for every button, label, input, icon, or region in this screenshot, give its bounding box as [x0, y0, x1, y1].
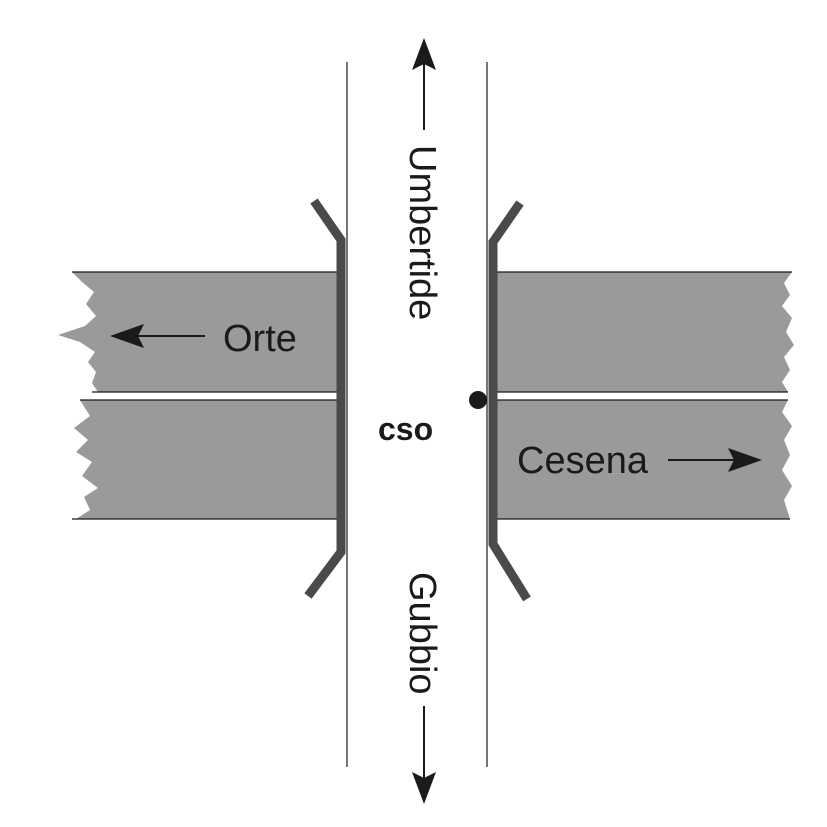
north-label: Umbertide [401, 145, 443, 320]
north-arrow-head [412, 38, 436, 70]
south-arrow-head [412, 772, 436, 804]
east-arrow-head [728, 448, 762, 472]
west-label: Orte [223, 318, 297, 360]
east-label: Cesena [517, 440, 649, 482]
south-label: Gubbio [401, 572, 443, 695]
road-edge-lines [72, 271, 792, 520]
cso-marker-dot [469, 391, 487, 409]
road-east-lower-lane [497, 400, 792, 519]
road-west-upper-lane [58, 272, 338, 392]
center-label: cso [378, 411, 433, 447]
guardrail-right [488, 200, 531, 602]
west-arrow-head [110, 324, 144, 348]
guardrail-left [304, 198, 346, 599]
road-west-lower-lane [74, 400, 338, 519]
road-east-upper-lane [497, 272, 794, 392]
